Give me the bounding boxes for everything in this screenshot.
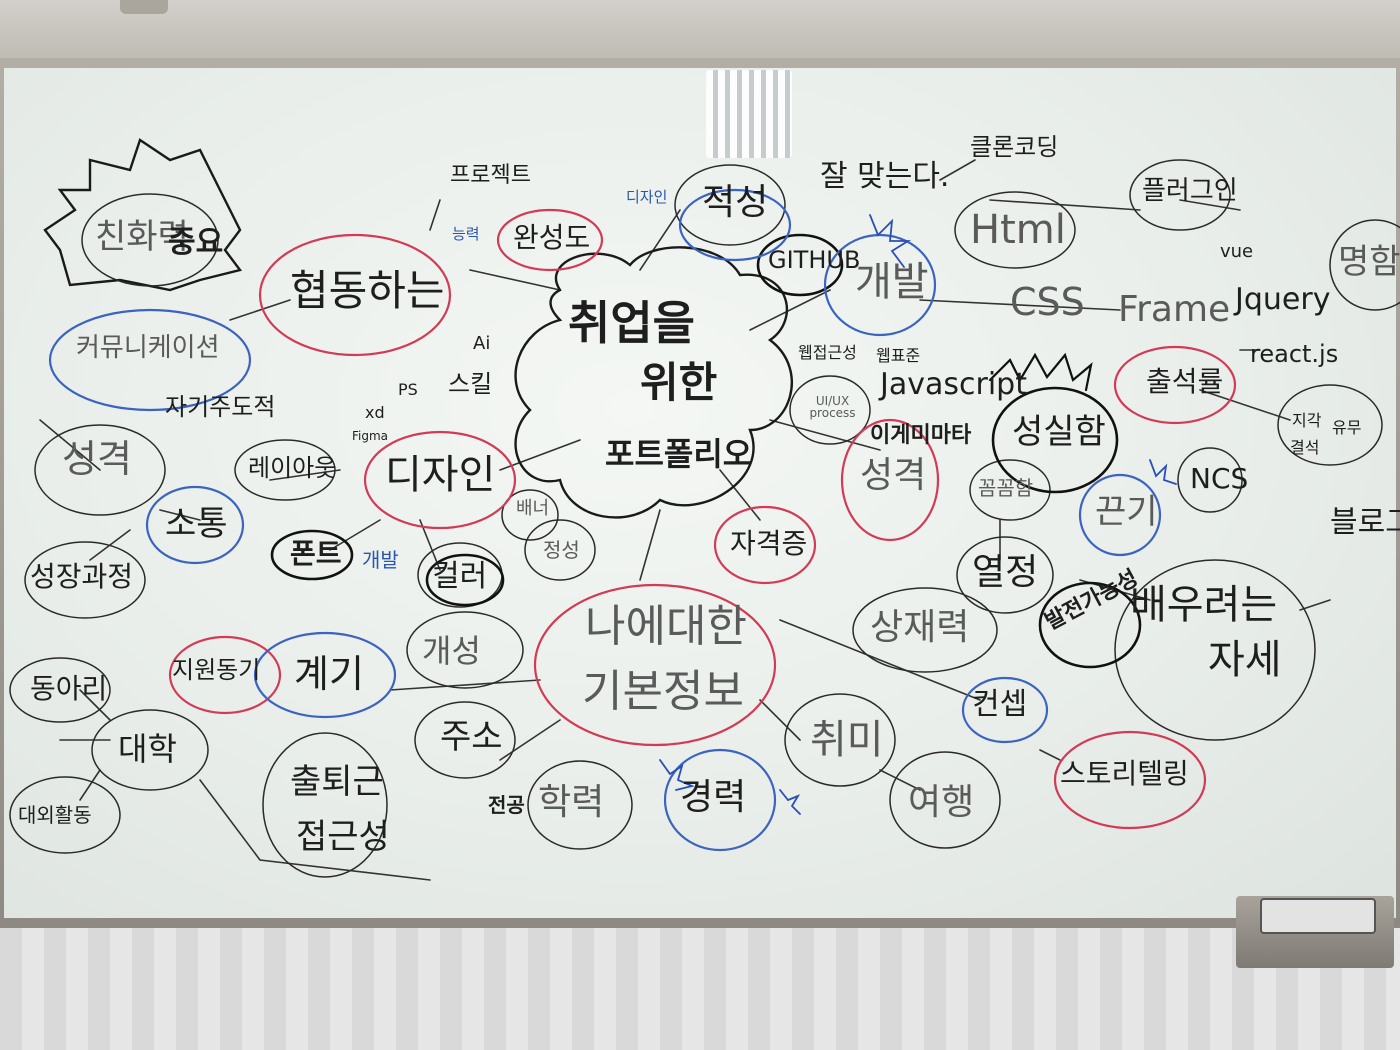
black-crown: [988, 352, 1093, 392]
node-gyeongryeok: 경력: [680, 777, 747, 818]
node-concept: 컨셉: [972, 687, 1028, 722]
node-sungsilham: 성실함: [1012, 412, 1106, 452]
node-neungryeok: 능력: [452, 225, 480, 243]
node-jquery: Jquery: [1235, 282, 1331, 317]
node-igemimata: 이게미마타: [870, 423, 972, 448]
node-ai: Ai: [473, 333, 491, 354]
node-seonggyeok2: 성격: [860, 455, 927, 496]
node-naeedaehan: 나에대한: [585, 601, 747, 652]
node-vue: vue: [1220, 241, 1254, 262]
node-design: 디자인: [385, 452, 496, 498]
center-cloud: [514, 246, 793, 519]
node-seongjang: 성장과정: [30, 560, 134, 593]
node-baeuryeoneun2: 자세: [1208, 637, 1282, 683]
node-yeoljeong: 열정: [972, 552, 1039, 593]
node-blog: 블로그: [1330, 505, 1400, 540]
node-xd: xd: [365, 403, 385, 422]
node-webpyojun: 웹표준: [876, 346, 921, 365]
node-hyeopdong: 협동하는: [290, 266, 445, 315]
node-html: Html: [970, 207, 1066, 253]
center-title-line2: 위한: [640, 358, 718, 407]
node-chultoegeun1: 출퇴근: [290, 762, 384, 802]
node-jeongseong: 정성: [543, 538, 580, 562]
node-hakryeok: 학력: [538, 782, 605, 823]
node-gyegi: 계기: [294, 652, 364, 696]
node-gyeolseok: 결석: [1290, 438, 1320, 457]
node-skill: 스킬: [448, 370, 493, 398]
node-layout: 레이아웃: [248, 454, 337, 482]
ceiling-vent: [120, 0, 168, 14]
node-react: react.js: [1250, 340, 1339, 368]
node-uiux: UI/UX process: [809, 394, 856, 420]
node-ps: PS: [398, 380, 418, 399]
node-ncs: NCS: [1190, 462, 1249, 495]
node-seonggyeok: 성격: [62, 437, 132, 481]
board-eraser[interactable]: [1260, 898, 1376, 934]
node-color: 컬러: [432, 559, 488, 594]
ceiling-light-reflection: [706, 70, 792, 158]
node-gibonjeongbo: 기본정보: [582, 666, 744, 717]
node-story: 스토리텔링: [1060, 757, 1189, 790]
node-jeoksung: 적성: [702, 182, 769, 223]
node-chulseokyul: 출석률: [1146, 365, 1224, 398]
node-jalmatneunda: 잘 맞는다.: [820, 159, 950, 194]
node-webjeogeunseong: 웹접근성: [798, 343, 857, 362]
node-clone: 클론코딩: [970, 133, 1059, 161]
node-chultoegeun2: 접근성: [296, 817, 390, 857]
whiteboard: [4, 68, 1396, 918]
node-css: CSS: [1010, 280, 1085, 324]
ceiling: [0, 0, 1400, 62]
node-daeoehwaldong: 대외활동: [18, 803, 92, 827]
center-title-line3: 포트폴리오: [605, 435, 753, 473]
node-github: GITHUB: [768, 246, 861, 274]
node-sotong: 소통: [165, 504, 228, 544]
center-title-line1: 취업을: [568, 296, 695, 350]
node-jigak: 지각: [1292, 411, 1322, 430]
node-daehak: 대학: [118, 730, 177, 768]
node-kkeunggi: 끈기: [1095, 492, 1158, 532]
node-chinhwa: 친화력: [95, 217, 189, 257]
node-yumu: 유무: [1332, 418, 1362, 437]
node-javascript: Javascript: [880, 367, 1027, 402]
node-jagijuldojeok: 자기주도적: [165, 393, 276, 421]
node-dongari: 동아리: [30, 672, 108, 705]
node-wansungdo: 완성도: [513, 221, 591, 254]
node-jageokjeung: 자격증: [730, 527, 808, 560]
node-bando: 배너: [516, 498, 550, 519]
node-juso: 주소: [440, 717, 503, 757]
node-sajaedeok: 상재력: [870, 607, 970, 648]
starburst: [43, 138, 243, 292]
node-gaebal-small: 개발: [362, 548, 399, 572]
node-gaebal: 개발: [855, 259, 929, 305]
node-kkongkkong: 꼼꼼함: [978, 476, 1034, 500]
node-jiwondonggi: 지원동기: [172, 656, 261, 684]
node-plugin: 플러그인: [1142, 176, 1238, 206]
node-yeohaeng: 여행: [908, 782, 975, 823]
node-myeongham: 명함: [1338, 242, 1400, 282]
node-baeuryeoneun1: 배우려는: [1130, 582, 1278, 628]
connector-lines: [39, 159, 1331, 881]
node-gaeseong: 개성: [422, 632, 481, 670]
node-figma: Figma: [352, 429, 389, 443]
wall-below-board: [0, 928, 1400, 1050]
node-jeongong: 전공: [488, 793, 525, 817]
node-chwimi: 취미: [810, 717, 884, 763]
node-jungyo: 중요: [168, 225, 224, 260]
node-frame: Frame: [1118, 289, 1231, 330]
node-designer-small: 디자인: [626, 188, 668, 206]
node-font: 폰트: [290, 537, 342, 570]
node-communication: 커뮤니케이션: [76, 333, 220, 363]
node-project: 프로젝트: [450, 163, 531, 188]
